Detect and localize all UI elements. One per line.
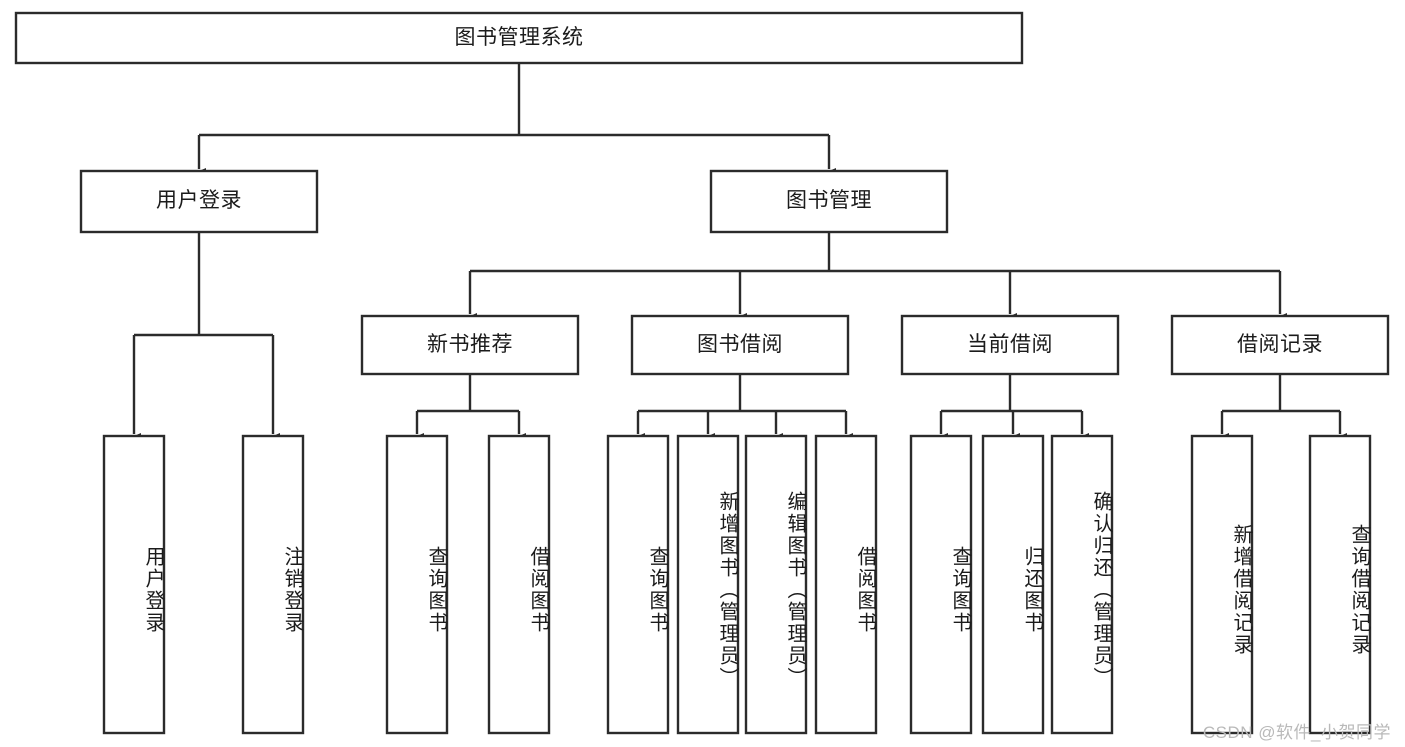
node-leaf-query-book-rec	[385, 434, 449, 735]
node-leaf-add-record	[1190, 434, 1254, 735]
node-new-book-recommend	[360, 314, 580, 376]
node-root	[14, 11, 1024, 65]
node-leaf-query-book-current	[909, 434, 973, 735]
node-leaf-logout	[241, 434, 305, 735]
node-leaf-user-login	[102, 434, 166, 735]
node-book-manage	[709, 169, 949, 234]
node-user-login	[79, 169, 319, 234]
node-borrow-record	[1170, 314, 1390, 376]
node-current-borrow	[900, 314, 1120, 376]
node-leaf-borrow-book	[814, 434, 878, 735]
node-leaf-query-record	[1308, 434, 1372, 735]
connector-layer	[127, 63, 1347, 445]
node-leaf-edit-book	[744, 434, 808, 735]
node-leaf-query-book-borrow	[606, 434, 670, 735]
node-book-borrow	[630, 314, 850, 376]
node-leaf-confirm-return	[1050, 434, 1114, 735]
node-leaf-borrow-book-rec	[487, 434, 551, 735]
watermark-text: CSDN @软件_小贺同学	[1202, 723, 1391, 742]
box-layer	[14, 11, 1390, 735]
node-leaf-add-book	[676, 434, 740, 735]
node-leaf-return-book	[981, 434, 1045, 735]
